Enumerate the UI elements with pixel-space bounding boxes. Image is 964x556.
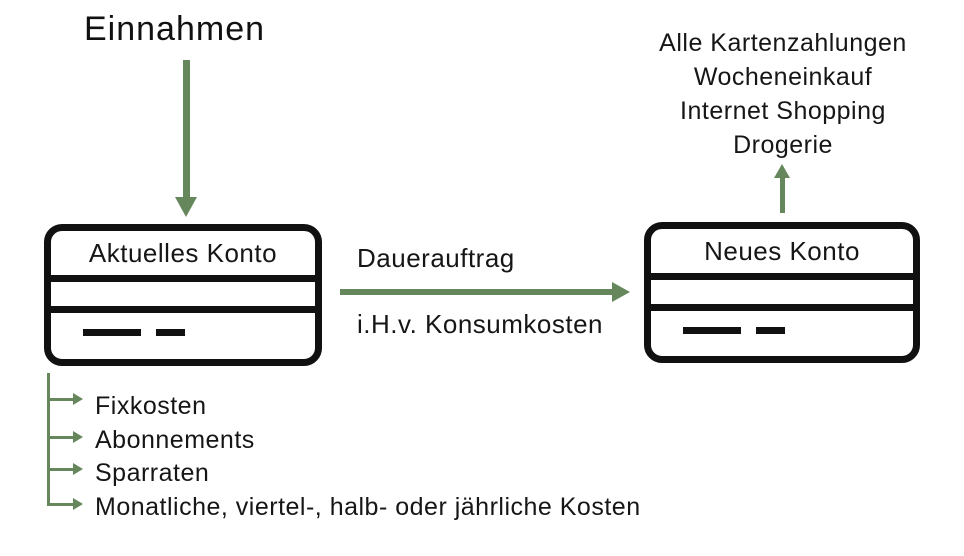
current-account-card-icon: Aktuelles Konto: [44, 224, 322, 366]
transfer-arrow-right-head-icon: [612, 282, 630, 302]
outflow-item: Abonnements: [95, 426, 255, 454]
new-account-uses-list: Alle Kartenzahlungen Wocheneinkauf Inter…: [608, 26, 958, 162]
use-item: Wocheneinkauf: [693, 63, 873, 91]
card-dash-long: [683, 327, 741, 334]
uses-arrow-up-head-icon: [774, 164, 790, 178]
income-arrow-down-head-icon: [175, 197, 197, 217]
branch-arrow-head-icon: [73, 431, 83, 443]
use-item: Internet Shopping: [680, 97, 886, 125]
current-account-title: Aktuelles Konto: [51, 231, 315, 282]
uses-arrow-up-icon: [780, 177, 785, 213]
card-magnetic-stripe: [51, 282, 315, 313]
card-dash-long: [83, 329, 141, 336]
card-number-dashes: [651, 311, 913, 356]
card-dash-short: [756, 327, 785, 334]
branch-arrow-icon: [47, 468, 74, 471]
income-arrow-down-icon: [183, 60, 190, 198]
branch-arrow-head-icon: [73, 463, 83, 475]
use-item: Alle Kartenzahlungen: [659, 29, 907, 57]
income-label: Einnahmen: [84, 10, 266, 48]
branch-arrow-icon: [47, 398, 74, 401]
new-account-card-icon: Neues Konto: [644, 222, 920, 363]
branch-arrow-icon: [47, 436, 74, 439]
card-magnetic-stripe: [651, 280, 913, 311]
branch-arrow-head-icon: [73, 393, 83, 405]
transfer-label-top: Dauerauftrag: [357, 243, 515, 273]
new-account-title: Neues Konto: [651, 229, 913, 280]
outflow-item: Monatliche, viertel-, halb- oder jährlic…: [95, 493, 641, 521]
card-dash-short: [156, 329, 185, 336]
use-item: Drogerie: [733, 131, 833, 159]
branch-arrow-head-icon: [73, 498, 83, 510]
branch-arrow-icon: [47, 503, 74, 506]
outflow-item: Fixkosten: [95, 392, 207, 420]
outflow-item: Sparraten: [95, 459, 210, 487]
card-number-dashes: [51, 313, 315, 359]
transfer-arrow-right-icon: [340, 289, 614, 295]
transfer-label-bottom: i.H.v. Konsumkosten: [357, 309, 604, 339]
